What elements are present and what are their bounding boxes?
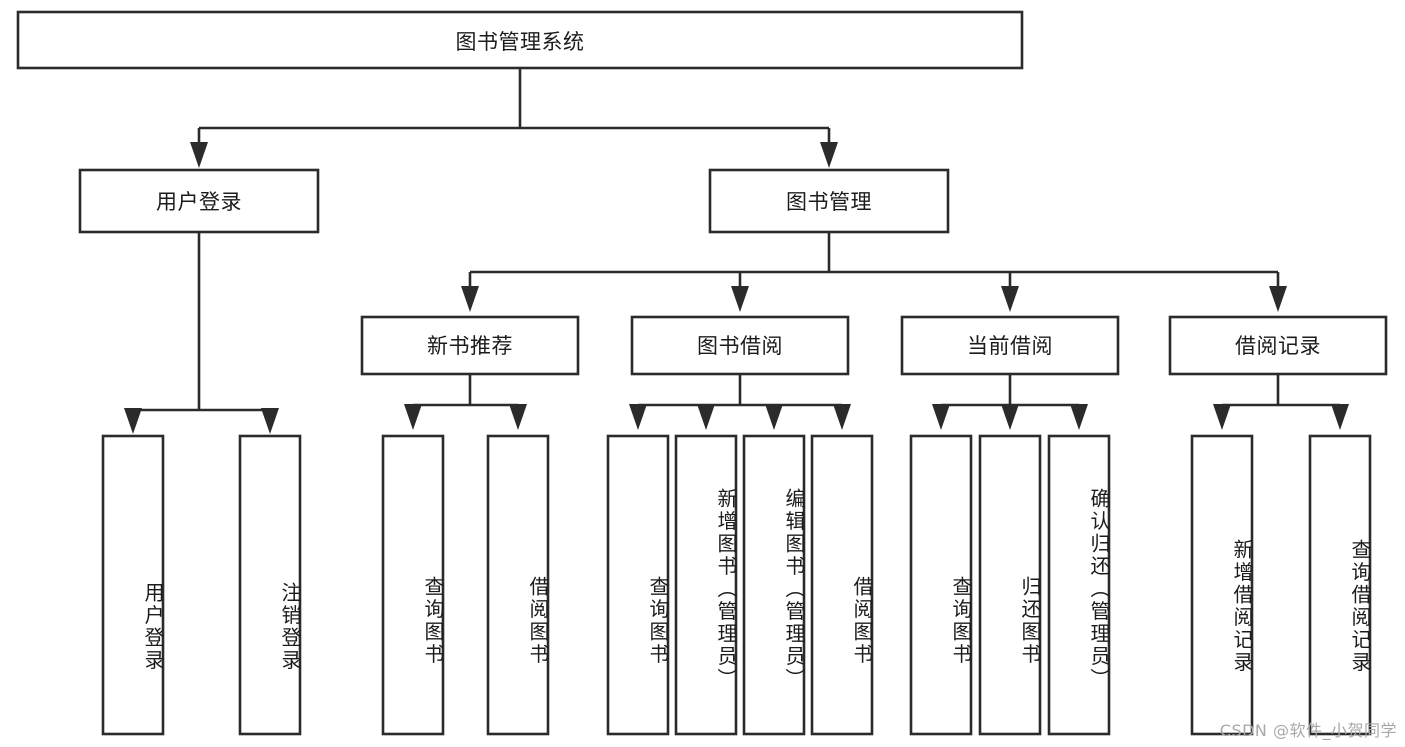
node-leaf-book-borrow-4[interactable] [810, 434, 874, 736]
arrow-icon-to-leaf-current-borrow-3 [1070, 404, 1088, 430]
arrow-icon-to-leaf-book-borrow-1 [629, 404, 647, 430]
node-leaf-current-borrow-1[interactable] [909, 434, 973, 736]
horizontal-label-layer: 图书管理系统 用户登录 图书管理 新书推荐 图书借阅 当前借阅 借阅记录 [156, 30, 1321, 358]
arrow-icon-to-book-borrow [731, 286, 749, 312]
label-current-borrow: 当前借阅 [967, 334, 1053, 358]
arrow-icon-to-leaf-book-borrow-3 [765, 404, 783, 430]
arrow-icon-to-new-book [461, 286, 479, 312]
arrow-icon-to-leaf-new-book-2 [509, 404, 527, 430]
watermark-csdn: CSDN @软件_小贺同学 [1219, 721, 1397, 740]
arrow-icon-to-leaf-book-borrow-2 [697, 404, 715, 430]
label-user-login: 用户登录 [156, 190, 242, 214]
node-leaf-current-borrow-2[interactable] [978, 434, 1042, 736]
node-leaf-new-book-1[interactable] [381, 434, 445, 736]
arrow-icon-to-leaf-new-book-1 [404, 404, 422, 430]
arrow-icon-to-leaf-current-borrow-1 [932, 404, 950, 430]
node-root-book-management-system[interactable] [16, 10, 1024, 70]
arrow-icon-to-user-login [190, 142, 208, 168]
node-new-book-recommend[interactable] [360, 315, 580, 376]
node-leaf-book-borrow-1[interactable] [606, 434, 670, 736]
node-user-login[interactable] [78, 168, 320, 234]
arrow-icon-to-leaf-user-login-2 [261, 408, 279, 434]
node-leaf-book-borrow-3[interactable] [742, 434, 806, 736]
arrow-icon-to-leaf-borrow-record-2 [1331, 404, 1349, 430]
node-leaf-current-borrow-3[interactable] [1047, 434, 1111, 736]
arrow-icon-to-current-borrow [1001, 286, 1019, 312]
node-leaf-book-borrow-2[interactable] [674, 434, 738, 736]
arrow-icon-to-leaf-borrow-record-1 [1213, 404, 1231, 430]
node-leaf-new-book-2[interactable] [486, 434, 550, 736]
node-borrow-record[interactable] [1168, 315, 1388, 376]
node-box-layer [16, 10, 1388, 736]
arrow-icon-to-leaf-book-borrow-4 [833, 404, 851, 430]
arrow-icon-to-book-mgmt [820, 142, 838, 168]
label-root: 图书管理系统 [456, 30, 585, 54]
node-book-borrow[interactable] [630, 315, 850, 376]
arrow-icon-to-borrow-record [1269, 286, 1287, 312]
node-leaf-user-login-1[interactable] [101, 434, 165, 736]
arrow-icon-to-leaf-current-borrow-2 [1001, 404, 1019, 430]
label-borrow-record: 借阅记录 [1235, 334, 1321, 358]
node-leaf-borrow-record-1[interactable] [1190, 434, 1254, 736]
label-new-book-recommend: 新书推荐 [427, 334, 513, 358]
node-current-borrow[interactable] [900, 315, 1120, 376]
label-book-management: 图书管理 [786, 190, 872, 214]
label-book-borrow: 图书借阅 [697, 334, 783, 358]
node-leaf-user-login-2[interactable] [238, 434, 302, 736]
node-book-management[interactable] [708, 168, 950, 234]
node-leaf-borrow-record-2[interactable] [1308, 434, 1372, 736]
arrow-icon-to-leaf-user-login-1 [124, 408, 142, 434]
